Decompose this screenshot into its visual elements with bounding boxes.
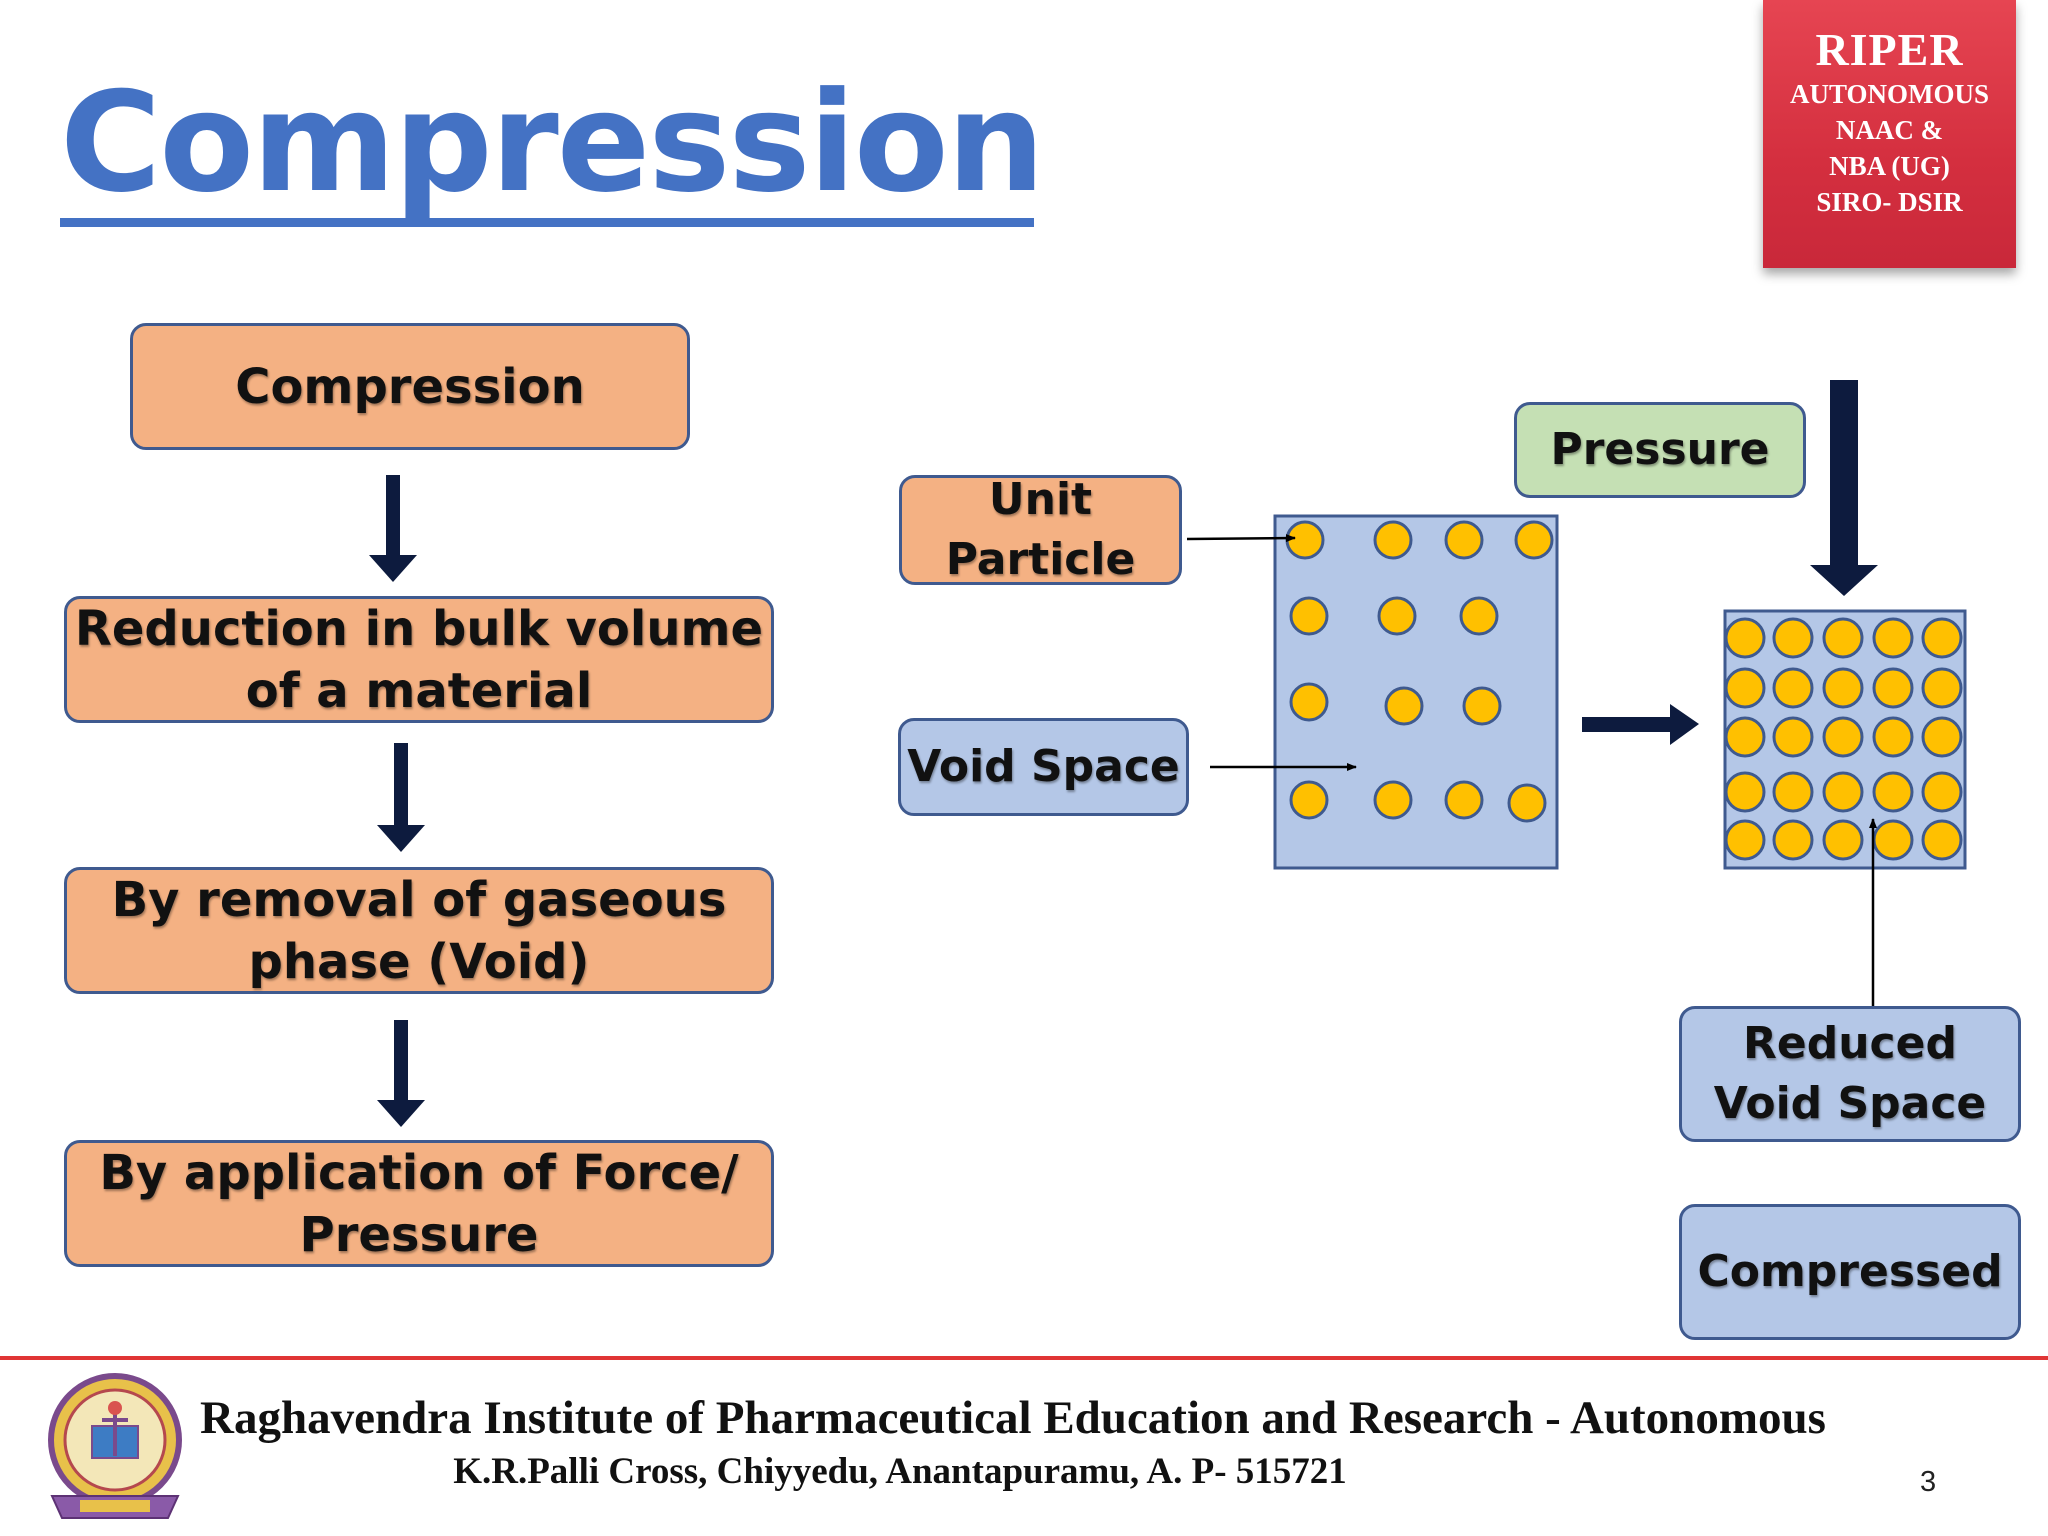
badge-name: RIPER bbox=[1815, 24, 1964, 75]
title-underline bbox=[60, 218, 1034, 227]
particle-loose bbox=[1507, 783, 1547, 823]
institute-address: K.R.Palli Cross, Chiyyedu, Anantapuramu,… bbox=[453, 1451, 1347, 1492]
page-title: Compression bbox=[60, 62, 1045, 223]
pressure-arrow bbox=[1810, 380, 1878, 596]
flow-box-compression: Compression bbox=[130, 323, 690, 450]
particle-packed bbox=[1822, 617, 1864, 659]
particle-packed bbox=[1872, 771, 1914, 813]
particle-packed bbox=[1724, 819, 1766, 861]
flow-box-compression-label: Compression bbox=[235, 358, 585, 415]
particle-packed bbox=[1921, 617, 1963, 659]
reduced-void-line1: Reduced bbox=[1743, 1018, 1957, 1069]
void-space-label: Void Space bbox=[898, 718, 1189, 816]
badge-line-2: NAAC & bbox=[1835, 115, 1944, 145]
reduced-void-space-label: Reduced Void Space bbox=[1679, 1006, 2021, 1142]
particle-loose bbox=[1384, 686, 1424, 726]
particle-loose bbox=[1289, 780, 1329, 820]
flow-box-removal-line2: phase (Void) bbox=[248, 933, 590, 990]
flow-box-force-line2: Pressure bbox=[299, 1206, 539, 1263]
particle-loose bbox=[1459, 596, 1499, 636]
particle-loose bbox=[1514, 520, 1554, 560]
particle-packed bbox=[1822, 819, 1864, 861]
particle-packed bbox=[1822, 667, 1864, 709]
particle-packed bbox=[1772, 617, 1814, 659]
page-number: 3 bbox=[1920, 1466, 1937, 1498]
footer-rule bbox=[0, 1356, 2048, 1360]
badge-line-4: SIRO- DSIR bbox=[1816, 187, 1963, 217]
particle-packed bbox=[1872, 617, 1914, 659]
unit-particle-label: Unit Particle bbox=[899, 474, 1182, 585]
institute-logo-icon bbox=[48, 1373, 182, 1519]
particle-loose bbox=[1289, 682, 1329, 722]
particle-packed bbox=[1921, 819, 1963, 861]
flow-box-force: By application of Force/ Pressure bbox=[64, 1140, 774, 1267]
void-space-text: Void Space bbox=[907, 741, 1180, 792]
particle-packed bbox=[1724, 617, 1766, 659]
reduced-void-line2: Void Space bbox=[1713, 1078, 1987, 1129]
packed-particles bbox=[1724, 617, 1963, 861]
flow-box-reduction: Reduction in bulk volume of a material bbox=[64, 596, 774, 723]
unit-particle-line1: Unit bbox=[988, 474, 1093, 525]
flow-arrow-2 bbox=[377, 743, 425, 852]
particle-packed bbox=[1724, 667, 1766, 709]
pressure-label: Pressure bbox=[1514, 402, 1806, 498]
institute-name: Raghavendra Institute of Pharmaceutical … bbox=[200, 1392, 1826, 1444]
flow-arrow-1 bbox=[369, 475, 417, 582]
accreditation-badge: RIPER AUTONOMOUS NAAC & NBA (UG) SIRO- D… bbox=[1763, 0, 2016, 268]
particle-packed bbox=[1822, 716, 1864, 758]
badge-line-1: AUTONOMOUS bbox=[1789, 79, 1990, 109]
flow-box-removal: By removal of gaseous phase (Void) bbox=[64, 867, 774, 994]
particle-packed bbox=[1724, 771, 1766, 813]
particle-packed bbox=[1921, 771, 1963, 813]
flow-arrow-3 bbox=[377, 1020, 425, 1127]
compression-transition-arrow bbox=[1582, 704, 1699, 745]
particle-packed bbox=[1921, 716, 1963, 758]
particle-loose bbox=[1373, 780, 1413, 820]
flow-box-force-line1: By application of Force/ bbox=[99, 1144, 739, 1201]
unit-particle-line2: Particle bbox=[945, 534, 1136, 585]
particle-loose bbox=[1377, 596, 1417, 636]
particle-loose bbox=[1289, 596, 1329, 636]
particle-packed bbox=[1822, 771, 1864, 813]
compressed-text: Compressed bbox=[1697, 1246, 2003, 1297]
flow-box-reduction-line1: Reduction in bulk volume bbox=[74, 600, 764, 657]
flow-box-reduction-line2: of a material bbox=[245, 662, 593, 719]
particle-packed bbox=[1724, 716, 1766, 758]
particle-loose bbox=[1444, 520, 1484, 560]
loose-particles bbox=[1285, 520, 1554, 823]
particle-packed bbox=[1872, 667, 1914, 709]
particle-packed bbox=[1772, 716, 1814, 758]
particle-loose bbox=[1444, 780, 1484, 820]
unit-particle-pointer bbox=[1186, 534, 1296, 543]
badge-line-3: NBA (UG) bbox=[1829, 151, 1950, 181]
particle-packed bbox=[1772, 667, 1814, 709]
particle-loose bbox=[1462, 686, 1502, 726]
particle-loose bbox=[1285, 520, 1325, 560]
particle-packed bbox=[1921, 667, 1963, 709]
flow-box-removal-line1: By removal of gaseous bbox=[111, 871, 727, 928]
particle-packed bbox=[1772, 771, 1814, 813]
particle-packed bbox=[1872, 716, 1914, 758]
particle-loose bbox=[1373, 520, 1413, 560]
pressure-text: Pressure bbox=[1550, 424, 1770, 475]
particle-packed bbox=[1772, 819, 1814, 861]
particle-packed bbox=[1872, 819, 1914, 861]
compressed-label: Compressed bbox=[1679, 1204, 2021, 1340]
